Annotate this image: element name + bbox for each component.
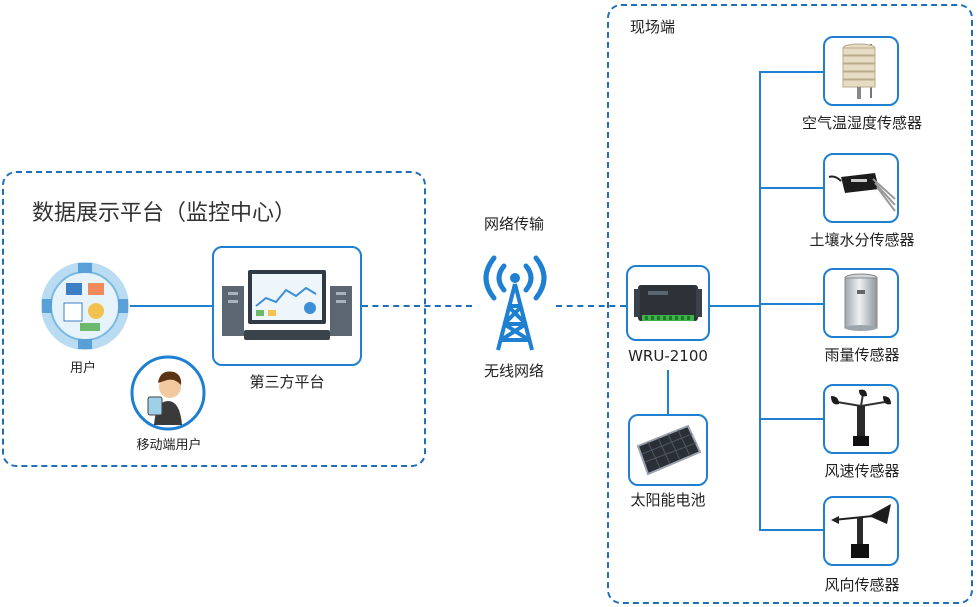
user-icon [40, 261, 130, 351]
wireless-tower-icon [476, 254, 554, 354]
sensor-branch-5 [759, 529, 823, 531]
rain-gauge-sensor-icon [844, 273, 878, 331]
device-solar-link [667, 370, 669, 414]
solar-box [628, 414, 708, 486]
wind-direction-sensor-icon [831, 504, 891, 558]
mobile-user-label: 移动端用户 [136, 438, 202, 453]
device-box [626, 265, 710, 341]
server-network-link [362, 305, 472, 307]
platform-zone [2, 171, 426, 467]
solar-label: 太阳能电池 [630, 491, 706, 509]
server-label: 第三方平台 [249, 373, 325, 391]
sensor-box-air [823, 36, 899, 106]
sensor-label-wind-direction: 风向传感器 [824, 576, 900, 594]
mobile-user-icon [130, 355, 206, 431]
device-trunk-link [710, 305, 760, 307]
sensor-branch-3 [759, 303, 823, 305]
server-icon [222, 270, 352, 340]
sensor-box-rain [823, 268, 899, 338]
network-bottom-label: 无线网络 [483, 362, 545, 380]
user-label: 用户 [69, 361, 97, 376]
device-label: WRU-2100 [628, 347, 708, 365]
sensor-label-wind-speed: 风速传感器 [824, 462, 900, 480]
network-top-label: 网络传输 [483, 215, 545, 233]
sensor-label-soil: 土壤水分传感器 [809, 231, 915, 249]
soil-moisture-sensor-icon [828, 173, 896, 212]
sensor-label-rain: 雨量传感器 [824, 346, 900, 364]
sensor-bus [759, 71, 761, 530]
field-title: 现场端 [630, 18, 676, 36]
sensor-branch-1 [759, 71, 823, 73]
user-server-link [130, 305, 212, 307]
solar-panel-icon [636, 424, 702, 476]
network-device-link [556, 305, 626, 307]
wind-speed-sensor-icon [831, 389, 891, 446]
sensor-box-wind-speed [823, 384, 899, 454]
platform-title: 数据展示平台（监控中心） [32, 201, 297, 226]
sensor-branch-4 [759, 418, 823, 420]
sensor-label-air: 空气温湿度传感器 [801, 114, 923, 132]
field-zone [607, 4, 973, 604]
sensor-box-wind-direction [823, 496, 899, 566]
sensor-branch-2 [759, 187, 823, 189]
sensor-box-soil [823, 153, 899, 223]
data-logger-icon [634, 285, 702, 321]
server-box [212, 246, 362, 366]
air-temp-humidity-sensor-icon [842, 43, 876, 99]
